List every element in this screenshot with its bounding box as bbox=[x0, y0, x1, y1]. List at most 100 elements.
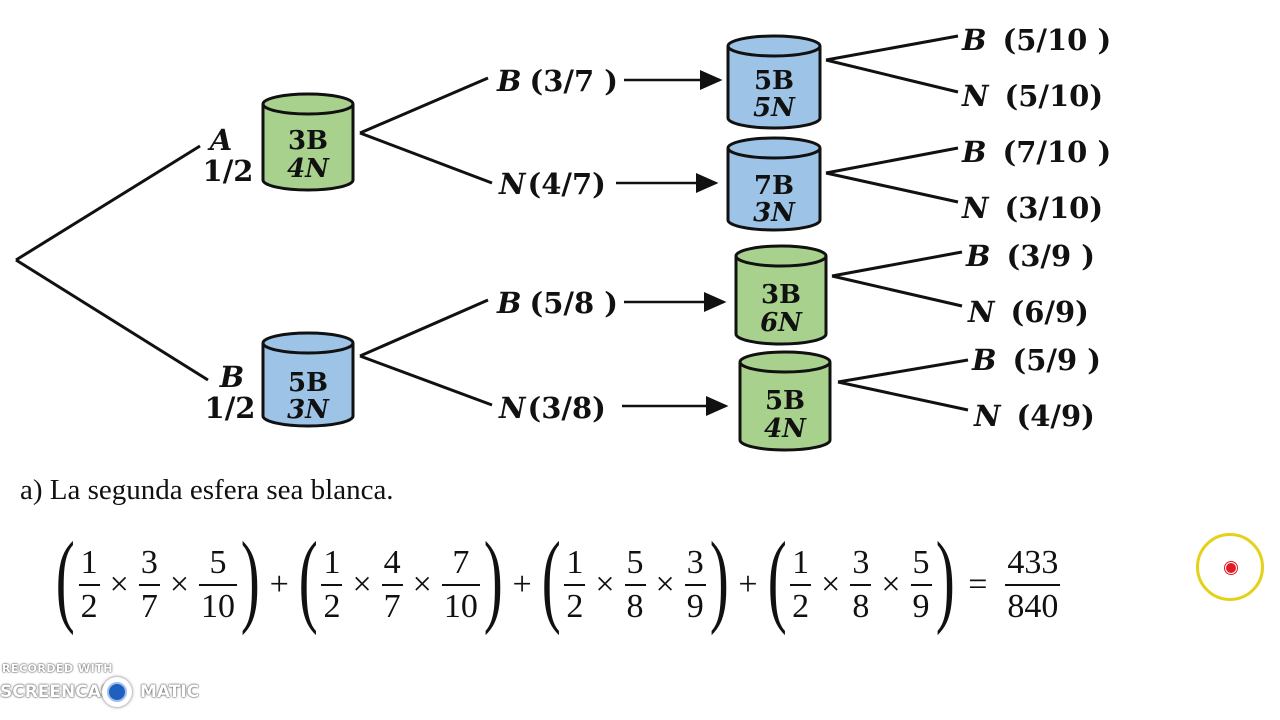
urn-3-4: 5B 4N bbox=[738, 350, 832, 452]
outcome-3n: N(6/9) bbox=[967, 295, 1089, 329]
cursor-dot-icon bbox=[1225, 562, 1237, 574]
fraction-denominator: 8 bbox=[626, 588, 644, 625]
watermark-matic: MATIC bbox=[140, 682, 200, 702]
times-sign: × bbox=[595, 566, 615, 603]
left-paren: ( bbox=[767, 521, 787, 636]
fraction-numerator: 1 bbox=[566, 544, 584, 581]
fraction-numerator: 1 bbox=[323, 544, 341, 581]
outcome-3b: B(3/9 ) bbox=[965, 239, 1095, 273]
urn-a-count-black: 4N bbox=[287, 154, 330, 184]
final-branch-4n bbox=[837, 380, 969, 412]
result-fraction-denominator: 840 bbox=[1007, 588, 1059, 625]
branch-a-label: A bbox=[207, 123, 233, 157]
fraction-bar bbox=[381, 584, 403, 586]
urn-3-4-top bbox=[738, 350, 832, 374]
screencast-watermark: RECORDED WITH SCREENCAST MATIC bbox=[0, 660, 200, 710]
plus-sign: + bbox=[738, 566, 758, 603]
fraction-numerator: 5 bbox=[912, 544, 930, 581]
urn-a-top bbox=[261, 92, 355, 116]
plus-sign: + bbox=[512, 566, 532, 603]
fraction-bar bbox=[78, 584, 100, 586]
urn-3-4-body bbox=[738, 362, 832, 452]
urn-3-2: 7B 3N bbox=[726, 136, 822, 232]
fraction-bar bbox=[564, 584, 586, 586]
result-fraction-numerator: 433 bbox=[1007, 544, 1059, 581]
left-paren: ( bbox=[541, 521, 561, 636]
final-branch-1n bbox=[825, 58, 959, 94]
fraction-denominator: 9 bbox=[912, 588, 930, 625]
fraction-numerator: 4 bbox=[383, 544, 401, 581]
second-label-4: N(3/8) bbox=[498, 391, 606, 425]
equals-sign: = bbox=[968, 566, 988, 603]
times-sign: × bbox=[821, 566, 841, 603]
urn-3-3-count-white: 3B bbox=[761, 280, 801, 310]
urn-3-1-body bbox=[726, 46, 822, 130]
urn-b-top bbox=[261, 331, 355, 355]
fraction-denominator: 8 bbox=[852, 588, 870, 625]
cursor-highlight-ring bbox=[1196, 533, 1264, 601]
left-paren: ( bbox=[55, 521, 75, 636]
right-paren: ) bbox=[240, 521, 260, 636]
fraction-numerator: 7 bbox=[452, 544, 470, 581]
fraction-denominator: 10 bbox=[443, 588, 478, 625]
fraction-denominator: 2 bbox=[80, 588, 98, 625]
fraction-bar bbox=[138, 584, 160, 586]
urn-b-count-black: 3N bbox=[287, 395, 330, 425]
left-paren: ( bbox=[298, 521, 318, 636]
urn-3-2-count-white: 7B bbox=[754, 171, 794, 201]
fraction-bar bbox=[321, 584, 343, 586]
right-paren: ) bbox=[935, 521, 955, 636]
urn-3-3-count-black: 6N bbox=[760, 308, 803, 338]
outcome-1n: N(5/10) bbox=[961, 79, 1103, 113]
urn-3-3-top bbox=[734, 244, 828, 268]
second-label-3: B(5/8 ) bbox=[496, 286, 618, 320]
branch-b-label: B bbox=[219, 360, 245, 394]
fraction-denominator: 10 bbox=[201, 588, 236, 625]
fraction-numerator: 3 bbox=[852, 544, 870, 581]
fraction-bar bbox=[684, 584, 706, 586]
times-sign: × bbox=[655, 566, 675, 603]
fraction-numerator: 3 bbox=[686, 544, 704, 581]
branch-b-prob: 1/2 bbox=[205, 391, 256, 425]
times-sign: × bbox=[169, 566, 190, 603]
final-branch-2n bbox=[825, 171, 959, 204]
fraction-denominator: 9 bbox=[686, 588, 704, 625]
urn-3-2-top bbox=[726, 136, 822, 160]
fraction-numerator: 1 bbox=[792, 544, 810, 581]
screencast-logo-icon bbox=[102, 677, 132, 707]
urn-3-1: 5B 5N bbox=[726, 34, 822, 130]
fraction-numerator: 1 bbox=[80, 544, 98, 581]
fraction-denominator: 2 bbox=[566, 588, 584, 625]
fraction-denominator: 2 bbox=[792, 588, 810, 625]
times-sign: × bbox=[352, 566, 372, 603]
outcome-2n: N(3/10) bbox=[961, 191, 1103, 225]
urn-3-2-body bbox=[726, 148, 822, 232]
outcome-1b: B(5/10 ) bbox=[961, 23, 1111, 57]
fraction-bar bbox=[199, 584, 238, 586]
result-fraction-bar bbox=[1005, 584, 1061, 586]
second-label-2: N(4/7) bbox=[498, 167, 606, 201]
fraction-numerator: 5 bbox=[209, 544, 227, 581]
urn-a-count-white: 3B bbox=[288, 126, 328, 156]
branch-bb bbox=[359, 298, 489, 358]
final-branch-4b bbox=[837, 358, 969, 384]
watermark-recorded-with: RECORDED WITH bbox=[2, 662, 113, 675]
times-sign: × bbox=[412, 566, 432, 603]
urn-b-count-white: 5B bbox=[288, 368, 328, 398]
branch-bn bbox=[359, 354, 493, 407]
fraction-numerator: 5 bbox=[626, 544, 644, 581]
right-paren: ) bbox=[709, 521, 729, 636]
final-branch-3n bbox=[831, 274, 963, 308]
outcome-4b: B(5/9 ) bbox=[971, 343, 1101, 377]
urn-3-4-count-white: 5B bbox=[765, 386, 805, 416]
fraction-bar bbox=[441, 584, 480, 586]
urn-a: 3B 4N bbox=[261, 92, 355, 192]
